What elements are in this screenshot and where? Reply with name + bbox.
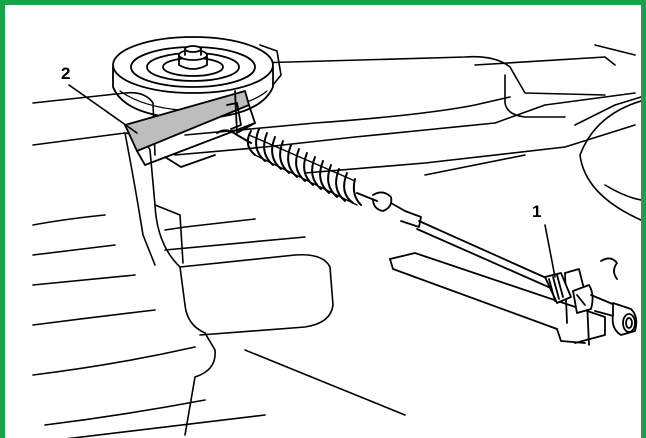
mower-deck-belt-tension-illustration [32, 36, 641, 438]
callout-leaders [68, 84, 556, 278]
belt-tension-pulley-arm [124, 90, 256, 168]
pulley [112, 36, 282, 120]
callout-label-1: 1 [532, 202, 542, 221]
tension-spring [216, 128, 378, 206]
mounting-bracket [389, 252, 618, 346]
leader-line-2 [68, 84, 138, 134]
callout-label-2: 2 [61, 64, 71, 83]
spring-adjustment-nut [544, 272, 638, 336]
eye-bolt-cable [372, 191, 554, 290]
lower-deck [66, 218, 406, 438]
engine-housing [32, 91, 206, 426]
leader-line-1 [544, 224, 556, 278]
right-housing [574, 96, 641, 221]
